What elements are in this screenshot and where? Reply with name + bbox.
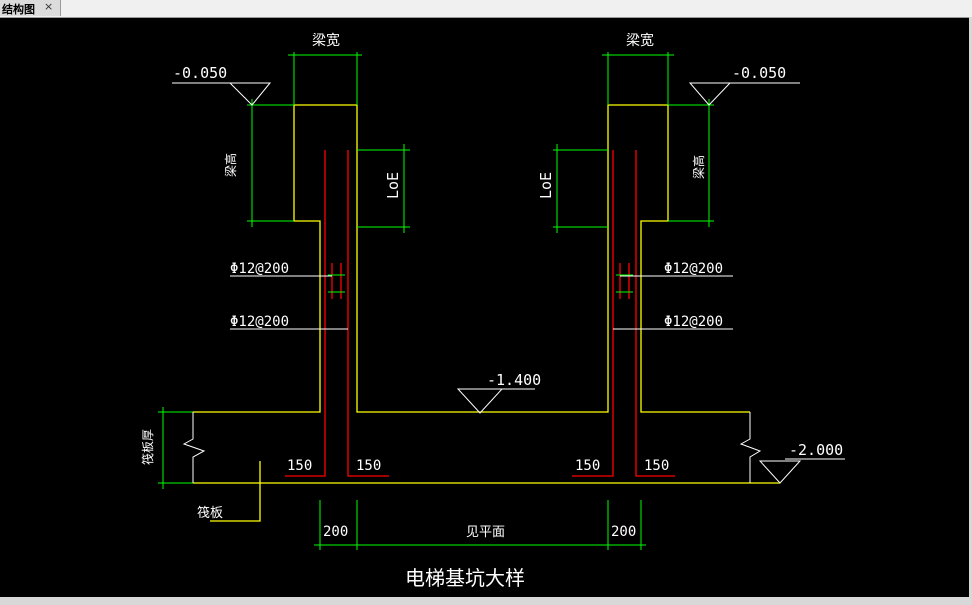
break-lines (182, 412, 762, 483)
elev-top-right: -0.050 (732, 64, 786, 82)
rebar-left-inner (347, 150, 389, 477)
right-edge (969, 17, 972, 597)
left-wall-outline (193, 104, 750, 413)
close-icon[interactable]: × (44, 0, 54, 13)
hook-3: 150 (575, 458, 600, 474)
dim-plan: 见平面 (466, 525, 505, 540)
beam-width-right: 梁宽 (626, 32, 654, 49)
dim-left-wall: 200 (323, 524, 348, 540)
rebar-a-right: Φ12@200 (664, 261, 723, 277)
drawing-title: 电梯基坑大样 (405, 566, 525, 590)
hook-1: 150 (287, 458, 312, 474)
hook-4: 150 (644, 458, 669, 474)
hook-2: 150 (356, 458, 381, 474)
raft-label: 筏板 (197, 505, 223, 521)
rebar (285, 150, 675, 477)
rebar-right-inner (572, 150, 614, 477)
bottom-bar (0, 597, 972, 605)
beam-height-right: 梁高 (691, 155, 706, 179)
pit-outline (193, 104, 780, 522)
beam-height-left: 梁高 (223, 153, 238, 177)
raft-label-leader (210, 461, 261, 522)
tab-structure-drawing[interactable]: 结构图 × (0, 0, 61, 16)
dim-right-wall: 200 (611, 524, 636, 540)
elev-pit: -1.400 (487, 371, 541, 389)
beam-width-left: 梁宽 (312, 32, 340, 49)
rebar-right-outer (635, 150, 675, 477)
drawing-canvas[interactable]: 梁宽 梁宽 -0.050 -0.050 梁高 梁高 LoE LoE Φ12@20… (0, 17, 972, 597)
rebar-b-right: Φ12@200 (664, 314, 723, 330)
loe-right: LoE (537, 172, 555, 199)
loe-left: LoE (384, 172, 402, 199)
rebar-left-outer (285, 150, 326, 477)
elev-raft: -2.000 (789, 441, 843, 459)
rebar-a-left: Φ12@200 (230, 261, 289, 277)
tab-bar: 结构图 × (0, 0, 972, 18)
raft-thickness: 筏板厚 (141, 429, 155, 465)
elev-top-left: -0.050 (173, 64, 227, 82)
leaders (172, 82, 845, 484)
dimensions (158, 52, 714, 550)
tab-label: 结构图 (2, 3, 35, 16)
rebar-b-left: Φ12@200 (230, 314, 289, 330)
